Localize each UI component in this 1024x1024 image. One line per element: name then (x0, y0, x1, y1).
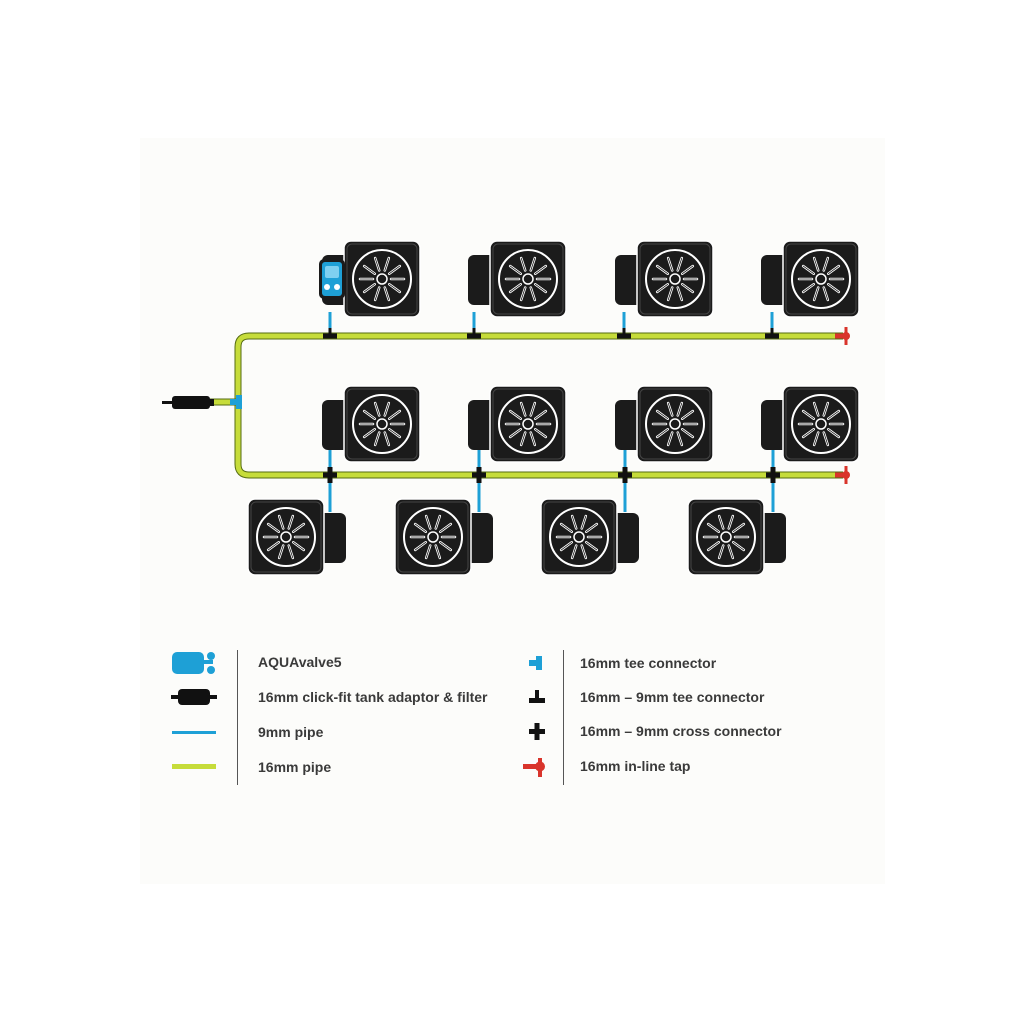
pot-top-3 (615, 240, 714, 318)
pot-icon (343, 240, 421, 318)
cross-connector-2 (618, 467, 632, 483)
pot-icon (394, 498, 472, 576)
aquavalve-icon (172, 652, 215, 674)
pot-top-2 (468, 240, 567, 318)
pot-lid-icon (403, 507, 463, 567)
pot-icon (636, 385, 714, 463)
legend-label-tee-connector-16-9: 16mm – 9mm tee connector (580, 689, 765, 705)
pipe-9mm-icon (172, 731, 216, 734)
pot-icon (782, 385, 860, 463)
tank-adaptor-icon (171, 689, 217, 705)
pot-icon (782, 240, 860, 318)
pipe-16mm-icon (172, 764, 216, 769)
pot-icon (636, 240, 714, 318)
pot-lid-icon (498, 394, 558, 454)
aquavalve5-icon (319, 259, 345, 299)
pot-bottom-4 (687, 498, 786, 576)
tee-connector-16-9mm-icon (529, 690, 545, 703)
inline-tap-top (835, 327, 850, 345)
legend-label-tank-adaptor: 16mm click-fit tank adaptor & filter (258, 689, 488, 705)
pot-lid-icon (791, 394, 851, 454)
cross-connector-0 (323, 467, 337, 483)
pot-middle-4 (761, 385, 860, 463)
pot-bottom-3 (540, 498, 639, 576)
pot-bottom-2 (394, 498, 493, 576)
pot-lid-icon (549, 507, 609, 567)
legend-label-16mm-pipe: 16mm pipe (258, 759, 332, 775)
pot-bottom-1 (247, 498, 346, 576)
legend-label-cross-connector: 16mm – 9mm cross connector (580, 723, 782, 739)
tee-connector-top-2 (617, 328, 631, 339)
legend-label-tee-connector: 16mm tee connector (580, 655, 717, 671)
legend-label-9mm-pipe: 9mm pipe (258, 724, 324, 740)
pot-top-4 (761, 240, 860, 318)
pot-icon (489, 240, 567, 318)
cross-connector-icon (529, 723, 545, 740)
tee-connector-top-3 (765, 328, 779, 339)
pot-middle-1 (322, 385, 421, 463)
pot-lid-icon (696, 507, 756, 567)
legend (171, 652, 545, 777)
pot-middle-3 (615, 385, 714, 463)
pot-lid-icon (256, 507, 316, 567)
pot-lid-icon (645, 249, 705, 309)
inline-tap-bottom (835, 466, 850, 484)
cross-connector-3 (766, 467, 780, 483)
legend-label-inline-tap: 16mm in-line tap (580, 758, 691, 774)
pot-middle-2 (468, 385, 567, 463)
legend-label-aquavalve5: AQUAvalve5 (258, 654, 342, 670)
pot-icon (343, 385, 421, 463)
tee-connector-16mm-icon (529, 656, 542, 670)
pot-lid-icon (498, 249, 558, 309)
tee-connector-16mm-feed (230, 395, 242, 409)
legend-divider-left (237, 650, 238, 785)
legend-divider-right (563, 650, 564, 785)
pot-lid-icon (791, 249, 851, 309)
tank-adaptor-filter-icon (162, 396, 214, 409)
tee-connector-top-1 (467, 328, 481, 339)
inline-tap-icon (523, 758, 545, 777)
cross-connector-1 (472, 467, 486, 483)
pot-icon (540, 498, 618, 576)
pot-icon (247, 498, 325, 576)
pot-icon (687, 498, 765, 576)
tee-connector-top-0 (323, 328, 337, 339)
pot-icon (489, 385, 567, 463)
pot-lid-icon (352, 394, 412, 454)
pot-lid-icon (352, 249, 412, 309)
pot-lid-icon (645, 394, 705, 454)
